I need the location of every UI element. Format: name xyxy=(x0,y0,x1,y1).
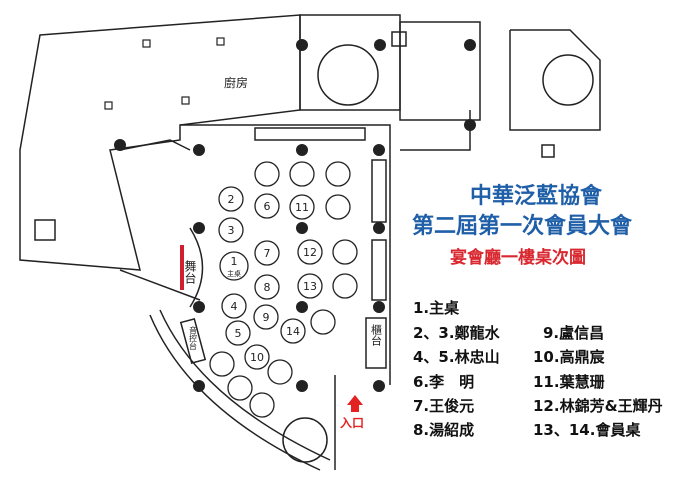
kitchen-label: 廚房 xyxy=(224,75,248,90)
pillar xyxy=(464,39,476,51)
table-number: 5 xyxy=(235,327,242,340)
pillar xyxy=(374,39,386,51)
pillar xyxy=(464,119,476,131)
pillar xyxy=(373,301,385,313)
table-unnumbered xyxy=(267,359,293,385)
tables: 1主桌 2 3 4 5 6 7 8 9 10 11 12 13 14 xyxy=(209,161,358,418)
pillar xyxy=(296,301,308,313)
table-number: 6 xyxy=(264,200,271,213)
table-number: 11 xyxy=(295,201,309,214)
legend-item: 7.王俊元 xyxy=(413,397,475,415)
pillar xyxy=(373,222,385,234)
pillar xyxy=(193,301,205,313)
legend-item: 12.林錦芳&王輝丹 xyxy=(533,397,663,415)
table-1 xyxy=(219,251,249,281)
table-unnumbered xyxy=(227,375,253,401)
stage-label: 舞台 xyxy=(183,260,197,284)
table-unnumbered xyxy=(332,273,358,299)
legend-item: 1.主桌 xyxy=(413,299,460,317)
pillar xyxy=(296,39,308,51)
table-11 xyxy=(289,194,315,220)
table-unnumbered xyxy=(289,161,315,187)
legend-item: 4、5.林忠山 xyxy=(413,348,500,366)
windows xyxy=(104,37,225,110)
pillar xyxy=(193,380,205,392)
table-9 xyxy=(253,304,279,330)
title-line2: 第二屆第一次會員大會 xyxy=(412,214,633,239)
legend-item: 6.李 明 xyxy=(413,373,475,391)
table-unnumbered xyxy=(332,239,358,265)
counter-label: 櫃台 xyxy=(370,323,383,346)
table-5 xyxy=(225,320,251,346)
table-number: 9 xyxy=(263,311,270,324)
entrance-arrow-icon xyxy=(347,395,363,412)
table-3 xyxy=(218,217,244,243)
entrance-label: 入口 xyxy=(340,416,364,430)
table-unnumbered xyxy=(325,161,351,187)
table-unnumbered xyxy=(249,392,275,418)
pillar xyxy=(373,144,385,156)
table-13 xyxy=(297,273,323,299)
table-unnumbered xyxy=(310,309,336,335)
table-number: 4 xyxy=(231,300,238,313)
table-number: 3 xyxy=(228,224,235,237)
pillar xyxy=(193,144,205,156)
table-8 xyxy=(254,274,280,300)
table-number: 13 xyxy=(303,280,317,293)
table-unnumbered xyxy=(209,351,235,377)
legend-item: 8.湯紹成 xyxy=(413,421,475,439)
legend-item: 2、3.鄭龍水 xyxy=(413,324,500,342)
legend-item: 11.葉慧珊 xyxy=(533,373,605,391)
table-unnumbered xyxy=(254,161,280,187)
title-line1: 中華泛藍協會 xyxy=(470,184,603,209)
pillar xyxy=(296,144,308,156)
table-number: 14 xyxy=(286,325,300,338)
stage-bar xyxy=(180,245,184,290)
pillars xyxy=(114,39,476,392)
table-2 xyxy=(218,186,244,212)
title-line3: 宴會廳一樓桌次圖 xyxy=(450,248,586,268)
pillar xyxy=(193,222,205,234)
main-table-label: 主桌 xyxy=(227,269,241,278)
walls xyxy=(19,14,601,471)
legend-item: 10.高鼎宸 xyxy=(533,348,605,366)
pillar xyxy=(296,222,308,234)
pillar xyxy=(114,139,126,151)
table-number: 10 xyxy=(250,351,264,364)
table-4 xyxy=(221,293,247,319)
table-7 xyxy=(254,240,280,266)
pillar xyxy=(296,380,308,392)
pillar xyxy=(373,380,385,392)
legend-item: 9.盧信昌 xyxy=(543,324,605,342)
table-unnumbered xyxy=(325,194,351,220)
table-number: 2 xyxy=(228,193,235,206)
table-10 xyxy=(244,344,270,370)
table-12 xyxy=(297,239,323,265)
sound-desk-label: 音控台 xyxy=(189,325,198,351)
table-number: 12 xyxy=(303,246,317,259)
table-14 xyxy=(280,318,306,344)
table-number: 7 xyxy=(264,247,271,260)
table-6 xyxy=(254,193,280,219)
table-number: 1 xyxy=(231,255,238,268)
table-number: 8 xyxy=(264,281,271,294)
legend-item: 13、14.會員桌 xyxy=(533,421,641,439)
